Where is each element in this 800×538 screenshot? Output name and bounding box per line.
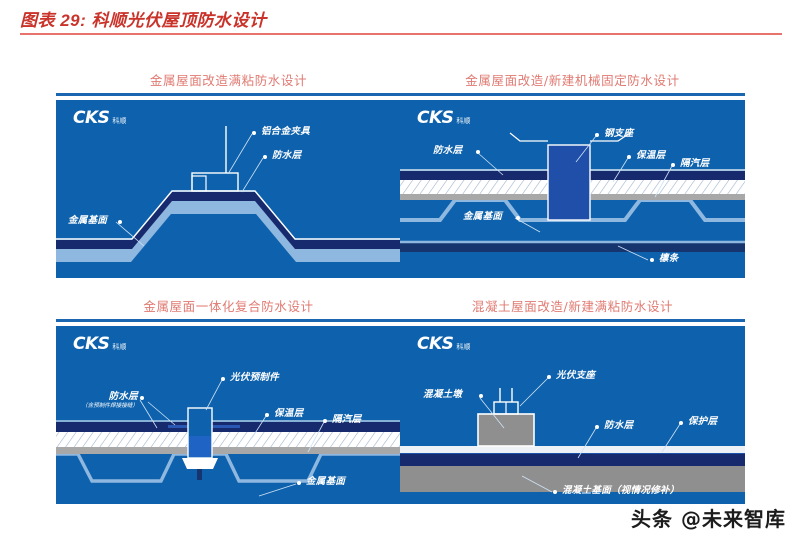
logo-chinese-name: 科顺 bbox=[456, 343, 471, 352]
label-vapor-barrier: 隔汽层 bbox=[332, 414, 362, 425]
roof-section-drawing bbox=[56, 126, 401, 262]
label-pv-prefab-element: 光伏预制件 bbox=[230, 372, 280, 383]
cks-logo: CKS 科顺 bbox=[417, 336, 470, 353]
panel-title: 金属屋面一体化复合防水设计 bbox=[143, 299, 314, 314]
panel-diagram: CKS 科顺 bbox=[400, 326, 745, 504]
callout-dot bbox=[516, 216, 520, 220]
logo-chinese-name: 科顺 bbox=[456, 117, 471, 126]
logo-wordmark: CKS bbox=[73, 334, 110, 354]
cks-logo: CKS 科顺 bbox=[417, 110, 470, 127]
label-concrete-substrate: 混凝土基面（视情况修补） bbox=[562, 485, 680, 496]
page-title: 图表 29: 科顺光伏屋顶防水设计 bbox=[20, 11, 267, 30]
logo-wordmark: CKS bbox=[417, 108, 454, 128]
panel-diagram: CKS 科顺 铝合金夹具 bbox=[56, 100, 401, 278]
roof-section-drawing bbox=[400, 132, 745, 261]
label-waterproof-layer: 防水层 bbox=[604, 420, 634, 431]
label-waterproof-layer-note: （含预制件焊接接缝） bbox=[82, 403, 138, 409]
panel-divider bbox=[56, 319, 401, 322]
label-metal-substrate: 金属基面 bbox=[463, 211, 503, 222]
logo-wordmark: CKS bbox=[73, 108, 110, 128]
label-waterproof-layer: 防水层 bbox=[433, 145, 463, 156]
panel-divider bbox=[400, 319, 745, 322]
panel-divider bbox=[400, 93, 745, 96]
callout-dot bbox=[476, 150, 480, 154]
logo-chinese-name: 科顺 bbox=[112, 343, 127, 352]
callout-dot bbox=[221, 377, 225, 381]
cks-logo: CKS 科顺 bbox=[73, 110, 126, 127]
logo-chinese-name: 科顺 bbox=[112, 117, 127, 126]
title-divider bbox=[20, 33, 782, 35]
callout-dot bbox=[323, 419, 327, 423]
label-insulation-layer: 保温层 bbox=[274, 408, 304, 419]
callout-dot bbox=[671, 163, 675, 167]
callout-dot bbox=[297, 481, 301, 485]
callout-dot bbox=[265, 413, 269, 417]
callout-dot bbox=[547, 375, 551, 379]
callout-dot bbox=[679, 421, 683, 425]
callout-dot bbox=[650, 258, 654, 262]
panel-metal-roof-mechanically-fixed: 金属屋面改造/新建机械固定防水设计 CKS 科顺 bbox=[400, 72, 745, 278]
panel-diagram: CKS 科顺 bbox=[400, 100, 745, 278]
callout-dot bbox=[595, 133, 599, 137]
label-aluminium-clamp: 铝合金夹具 bbox=[261, 126, 311, 137]
panel-title: 金属屋面改造满粘防水设计 bbox=[149, 73, 308, 88]
label-waterproof-layer: 防水层 （含预制件焊接接缝） bbox=[78, 391, 138, 410]
callout-dot bbox=[118, 220, 122, 224]
label-waterproof-layer: 防水层 bbox=[272, 150, 302, 161]
label-metal-substrate: 金属基面 bbox=[68, 215, 108, 226]
callout-dot bbox=[627, 155, 631, 159]
label-concrete-pier: 混凝土墩 bbox=[423, 389, 463, 400]
label-steel-support: 钢支座 bbox=[604, 128, 634, 139]
panel-metal-roof-fully-bonded: 金属屋面改造满粘防水设计 CKS 科顺 bbox=[56, 72, 401, 278]
logo-wordmark: CKS bbox=[417, 334, 454, 354]
panel-metal-roof-integrated-composite: 金属屋面一体化复合防水设计 CKS 科顺 bbox=[56, 298, 401, 504]
panel-title: 金属屋面改造/新建机械固定防水设计 bbox=[465, 73, 680, 88]
panel-divider bbox=[56, 93, 401, 96]
watermark: 头条 @未来智库 bbox=[631, 507, 786, 531]
label-metal-substrate: 金属基面 bbox=[306, 476, 346, 487]
cks-logo: CKS 科顺 bbox=[73, 336, 126, 353]
label-purlin: 檩条 bbox=[659, 253, 679, 264]
panel-title: 混凝土屋面改造/新建满粘防水设计 bbox=[471, 299, 674, 314]
label-pv-mount: 光伏支座 bbox=[556, 370, 596, 381]
panel-concrete-roof-fully-bonded: 混凝土屋面改造/新建满粘防水设计 CKS 科顺 bbox=[400, 298, 745, 504]
callout-dot bbox=[479, 394, 483, 398]
callout-dot bbox=[252, 131, 256, 135]
callout-dot bbox=[595, 425, 599, 429]
callout-dot bbox=[263, 155, 267, 159]
label-insulation-layer: 保温层 bbox=[636, 150, 666, 161]
callout-dot bbox=[553, 490, 557, 494]
label-vapor-barrier: 隔汽层 bbox=[680, 158, 710, 169]
roof-section-drawing bbox=[400, 377, 745, 493]
panel-diagram: CKS 科顺 bbox=[56, 326, 401, 504]
label-protective-layer: 保护层 bbox=[688, 416, 718, 427]
roof-section-drawing bbox=[56, 379, 401, 497]
callout-dot bbox=[140, 396, 144, 400]
